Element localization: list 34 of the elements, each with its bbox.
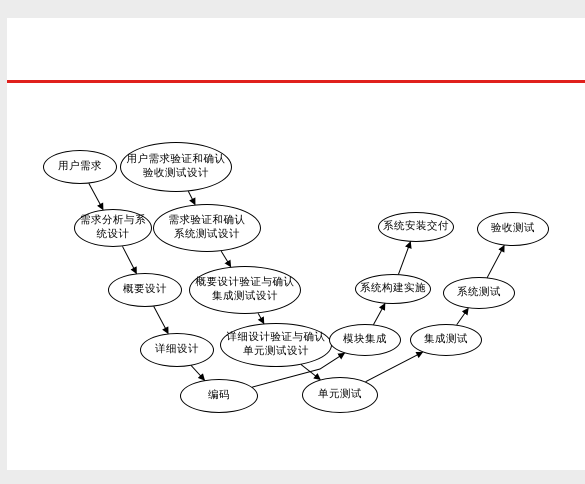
node-label: 集成测试 [424,333,468,347]
node-label: 系统构建实施 [360,282,426,296]
arrow [190,365,206,381]
arrow [220,250,232,268]
node-label: 详细设计验证与确认 [226,331,326,345]
node-label: 用户需求验证和确认 [126,153,226,167]
node-label: 单元测试设计 [243,345,309,359]
arrow [373,303,386,325]
arrow [300,364,321,380]
node-label: 验收测试设计 [143,167,209,181]
node-label: 系统安装交付 [383,220,449,234]
arrow [486,244,505,278]
node-label: 系统测试 [457,286,501,300]
arrow [258,312,264,324]
node-label: 集成测试设计 [212,290,278,304]
arrow [188,190,196,206]
arrow [122,246,137,274]
node-label: 概要设计验证与确认 [196,276,294,290]
arrow [456,308,469,326]
node-label: 需求验证和确认 [168,214,246,228]
arrow [398,241,412,275]
node-label: 概要设计 [123,283,167,297]
arrow [88,183,104,210]
arrow [252,352,346,388]
node-label: 验收测试 [491,222,535,236]
arrow [153,306,169,334]
arrow [365,352,424,382]
node-label: 详细设计 [155,343,199,357]
node-label: 单元测试 [318,388,362,402]
node-label: 需求分析与系统设计 [79,214,147,242]
node-label: 模块集成 [343,333,387,347]
node-label: 编码 [208,389,230,403]
node-label: 用户需求 [58,160,102,174]
node-label: 系统测试设计 [174,228,240,242]
